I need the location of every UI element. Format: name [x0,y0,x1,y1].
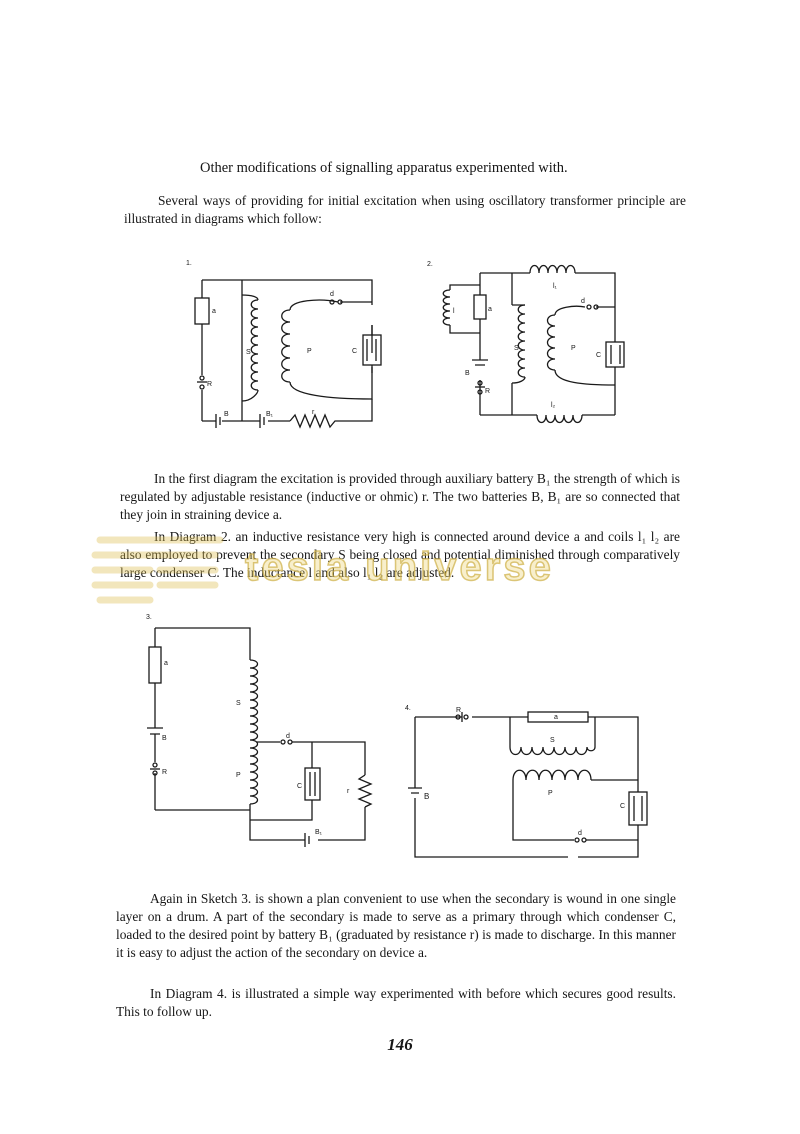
diagram-2-label-R: R [485,388,490,395]
paragraph-3: Again in Sketch 3. is shown a plan conve… [116,891,676,960]
diagram-1-label-r: r [312,409,315,416]
diagram-2-label-d: d [581,298,585,305]
paragraph-1: In the first diagram the excitation is p… [120,471,680,522]
paragraph-4: In Diagram 4. is illustrated a simple wa… [116,986,676,1019]
watermark-logo [91,536,224,604]
diagram-4-label-R: R [456,707,461,714]
diagram-2-label-S: S [514,345,519,352]
diagram-2-label-P: P [571,345,576,352]
diagram-3-label-S: S [236,700,241,707]
diagram-3-label-C: C [297,783,302,790]
diagram-3-label-r: r [347,788,350,795]
diagram-4: 4. R a S P B C d [405,705,648,858]
diagram-3-label-B1: B₁ [315,829,323,836]
diagram-2-label-a: a [488,306,492,313]
diagram-1-label-a: a [212,308,216,315]
diagram-1-label-d: d [330,291,334,298]
watermark-text: tesla universe [244,544,554,590]
diagram-2-label-C: C [596,352,601,359]
diagram-1-label-B1: B₁ [266,411,274,418]
diagram-4-label-S: S [550,737,555,744]
diagram-1-label-B: B [224,411,229,418]
diagram-3-number: 3. [146,614,152,621]
diagram-3-label-B: B [162,735,167,742]
diagram-4-label-B: B [424,792,429,801]
diagram-3-label-P: P [236,772,241,779]
diagram-2-number: 2. [427,261,433,268]
diagram-1-label-S: S [246,349,251,356]
diagram-2-label-l2: l₂ [551,402,556,409]
diagram-1-label-C: C [352,348,357,355]
diagram-2-label-l: l [453,308,455,315]
diagram-4-number: 4. [405,705,411,712]
page-number: 146 [387,1035,413,1054]
page-heading: Other modifications of signalling appara… [200,160,568,176]
diagram-4-label-C: C [620,803,625,810]
diagram-3: 3. a B R S P d C r B₁ [146,614,373,847]
diagram-3-label-d: d [286,733,290,740]
diagram-1: 1. a R S P d C B B₁ r [186,260,382,429]
diagram-1-label-R: R [207,381,212,388]
diagram-4-label-a: a [554,714,558,721]
diagram-2: 2. l₁ a l B R S P d C l₂ [427,261,625,424]
paragraph-2: In Diagram 2. an inductive resistance ve… [120,529,680,580]
diagram-2-label-B: B [465,370,470,377]
intro-paragraph: Several ways of providing for initial ex… [124,193,686,226]
diagram-3-label-R: R [162,769,167,776]
diagram-4-label-d: d [578,830,582,837]
diagram-2-label-l1: l₁ [553,283,558,290]
diagram-1-label-P: P [307,348,312,355]
diagram-1-number: 1. [186,260,192,267]
diagram-4-label-P: P [548,790,553,797]
diagram-3-label-a: a [164,660,168,667]
